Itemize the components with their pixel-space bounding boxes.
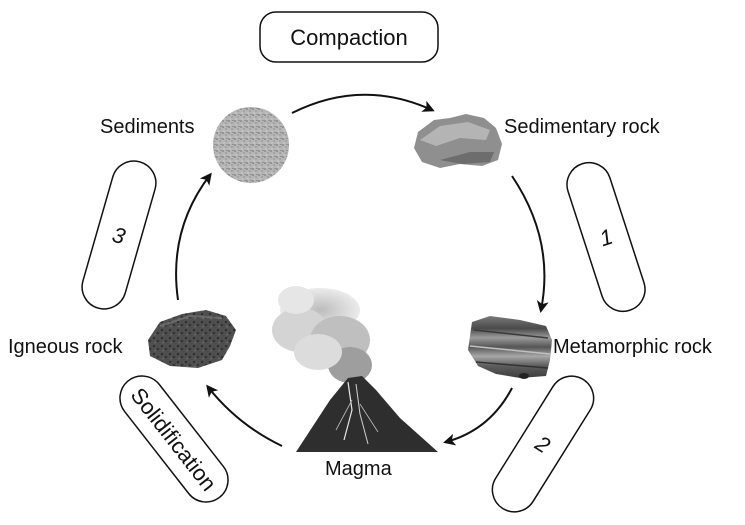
sand-texture-icon [213,107,289,183]
sedimentary-rock-icon [414,114,502,168]
solidification-label: Solidification [126,383,222,496]
metamorphic-rock-icon [468,316,552,379]
magma-label: Magma [325,458,392,480]
arrow-magma-to-igneous [206,384,283,447]
arrow-metamorphic-to-magma [443,387,513,446]
step-2-box: 2 [491,375,595,513]
igneous-rock-label: Igneous rock [8,336,123,358]
arrow-sediments-to-sedimentary [291,93,435,114]
sediments-label: Sediments [100,116,195,138]
solidification-label-box: Solidification [119,375,229,503]
step-3-box: 3 [81,160,157,310]
step-1-box: 1 [566,161,646,313]
igneous-rock-icon [148,310,236,368]
compaction-label: Compaction [290,25,407,50]
arrow-igneous-to-sediments [175,172,212,301]
compaction-label-box: Compaction [259,11,439,63]
volcano-icon [272,286,438,452]
metamorphic-rock-label: Metamorphic rock [553,336,712,358]
sedimentary-rock-label: Sedimentary rock [504,116,660,138]
arrow-sedimentary-to-metamorphic [511,175,549,313]
